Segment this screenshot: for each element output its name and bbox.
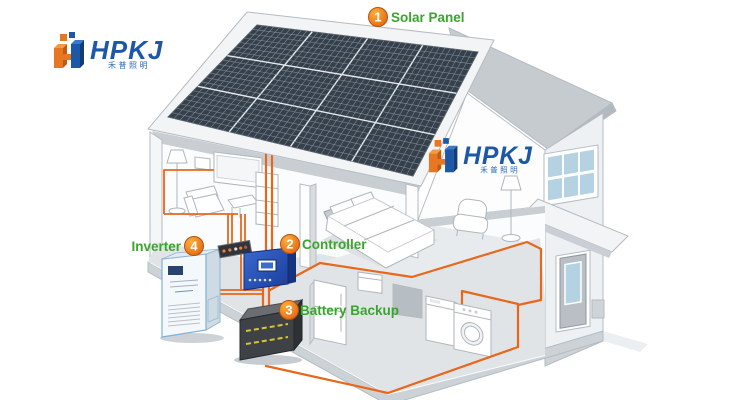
wire-inverter-run xyxy=(214,289,263,295)
nightstand xyxy=(357,271,383,294)
svg-text:HPKJ: HPKJ xyxy=(90,35,163,65)
svg-text:4: 4 xyxy=(190,239,198,254)
svg-text:HPKJ: HPKJ xyxy=(463,143,533,170)
wall-pillar-1 xyxy=(299,183,311,269)
brand-icon xyxy=(54,32,84,68)
upper-window xyxy=(543,144,599,207)
bed-top xyxy=(327,197,435,253)
fridge xyxy=(309,279,347,346)
callout-battery-backup: 3 Battery Backup xyxy=(279,300,399,320)
callouts: 1 Solar Panel 2 Controller 3 Battery Bac… xyxy=(131,7,465,320)
svg-text:Solar Panel: Solar Panel xyxy=(391,10,465,25)
ceiling-band xyxy=(152,131,421,197)
svg-text:3: 3 xyxy=(285,303,292,318)
inverter-unit xyxy=(160,248,224,343)
armchair xyxy=(452,198,489,240)
right-wing xyxy=(417,27,648,367)
svg-text:Battery Backup: Battery Backup xyxy=(300,303,399,318)
svg-text:Controller: Controller xyxy=(302,237,367,252)
wall-pillar-1-side xyxy=(309,183,317,269)
brand-logo-top: HPKJ 禾普照明 xyxy=(54,32,163,70)
controller-unit xyxy=(243,247,296,291)
solar-roof xyxy=(147,11,495,187)
svg-text:2: 2 xyxy=(286,237,293,252)
laundry-partition xyxy=(392,283,423,319)
svg-text:1: 1 xyxy=(374,10,381,25)
meter-strip xyxy=(217,239,253,259)
callout-solar-panel: 1 Solar Panel xyxy=(368,7,465,27)
svg-text:禾普照明: 禾普照明 xyxy=(480,164,520,174)
entry-door xyxy=(555,249,591,333)
floor-lamp-right xyxy=(500,175,522,242)
wire-floor-loop xyxy=(268,240,543,307)
brand-logo-wall: HPKJ 禾普照明 xyxy=(428,138,533,174)
svg-text:Inverter: Inverter xyxy=(131,239,181,254)
wire-left-loop-a xyxy=(163,169,214,214)
brand-icon-wall xyxy=(428,138,458,173)
bed xyxy=(322,191,438,269)
door-side-box xyxy=(591,299,605,319)
callout-inverter: Inverter 4 xyxy=(131,236,204,256)
tv xyxy=(213,151,263,189)
furniture xyxy=(166,149,522,358)
callout-controller: 2 Controller xyxy=(280,234,367,254)
dryer xyxy=(425,295,457,347)
picture-frame xyxy=(194,156,211,171)
solar-panel-grid xyxy=(172,25,475,175)
bedroom-floor xyxy=(320,226,527,277)
washing-machine xyxy=(453,302,492,358)
svg-text:禾普照明: 禾普照明 xyxy=(108,60,150,70)
ground-shadow xyxy=(603,331,648,352)
